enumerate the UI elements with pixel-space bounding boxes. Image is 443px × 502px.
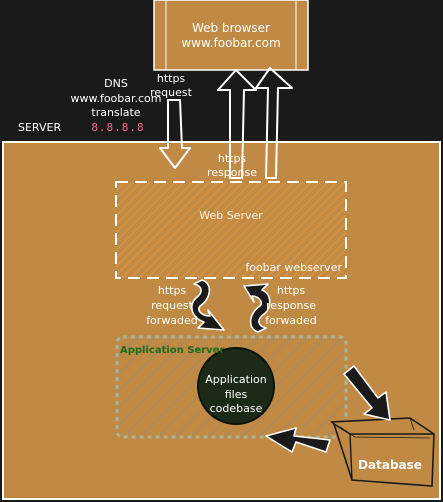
dns-label: DNS	[104, 77, 128, 90]
dns-domain: www.foobar.com	[70, 92, 162, 105]
database-box	[330, 417, 435, 487]
forward-response-label-line1: https	[276, 284, 306, 297]
https-request-label-line2: request	[150, 86, 192, 99]
forward-request-label-line2: request	[151, 299, 193, 312]
https-request-label-line1: https	[156, 72, 186, 85]
forwarded-response-arrow	[243, 283, 271, 333]
web-server-subtitle: foobar webserver	[245, 261, 342, 274]
web-server-box	[115, 181, 347, 279]
https-response-arrow-left	[217, 69, 257, 179]
https-response-label-line1: https	[217, 152, 247, 165]
database-to-app-arrow	[265, 427, 331, 453]
app-files-line1: Application	[205, 373, 267, 386]
app-files-line3: codebase	[209, 402, 263, 415]
application-server-title: Application Server	[120, 345, 225, 356]
browser-url: www.foobar.com	[181, 36, 281, 50]
server-label: SERVER	[18, 121, 62, 134]
https-request-arrow	[159, 99, 191, 169]
forward-request-label-line1: https	[157, 284, 187, 297]
dns-action: translate	[91, 106, 141, 119]
application-files-circle	[197, 347, 275, 425]
dns-ip: 8.8.8.8	[91, 121, 145, 134]
forwarded-request-arrow	[191, 279, 225, 331]
forward-response-label-line2: response	[266, 299, 316, 312]
app-to-database-arrow	[343, 365, 391, 421]
forward-response-label-line3: forwaded	[265, 314, 317, 327]
forward-request-label-line3: forwaded	[146, 314, 198, 327]
app-files-line2: files	[224, 388, 248, 401]
browser-title: Web browser	[192, 21, 270, 35]
web-server-title: Web Server	[199, 209, 263, 222]
database-label: Database	[358, 458, 422, 472]
https-response-label-line2: response	[207, 166, 257, 179]
https-response-arrow-right	[255, 67, 293, 179]
web-browser-box	[153, 0, 309, 71]
